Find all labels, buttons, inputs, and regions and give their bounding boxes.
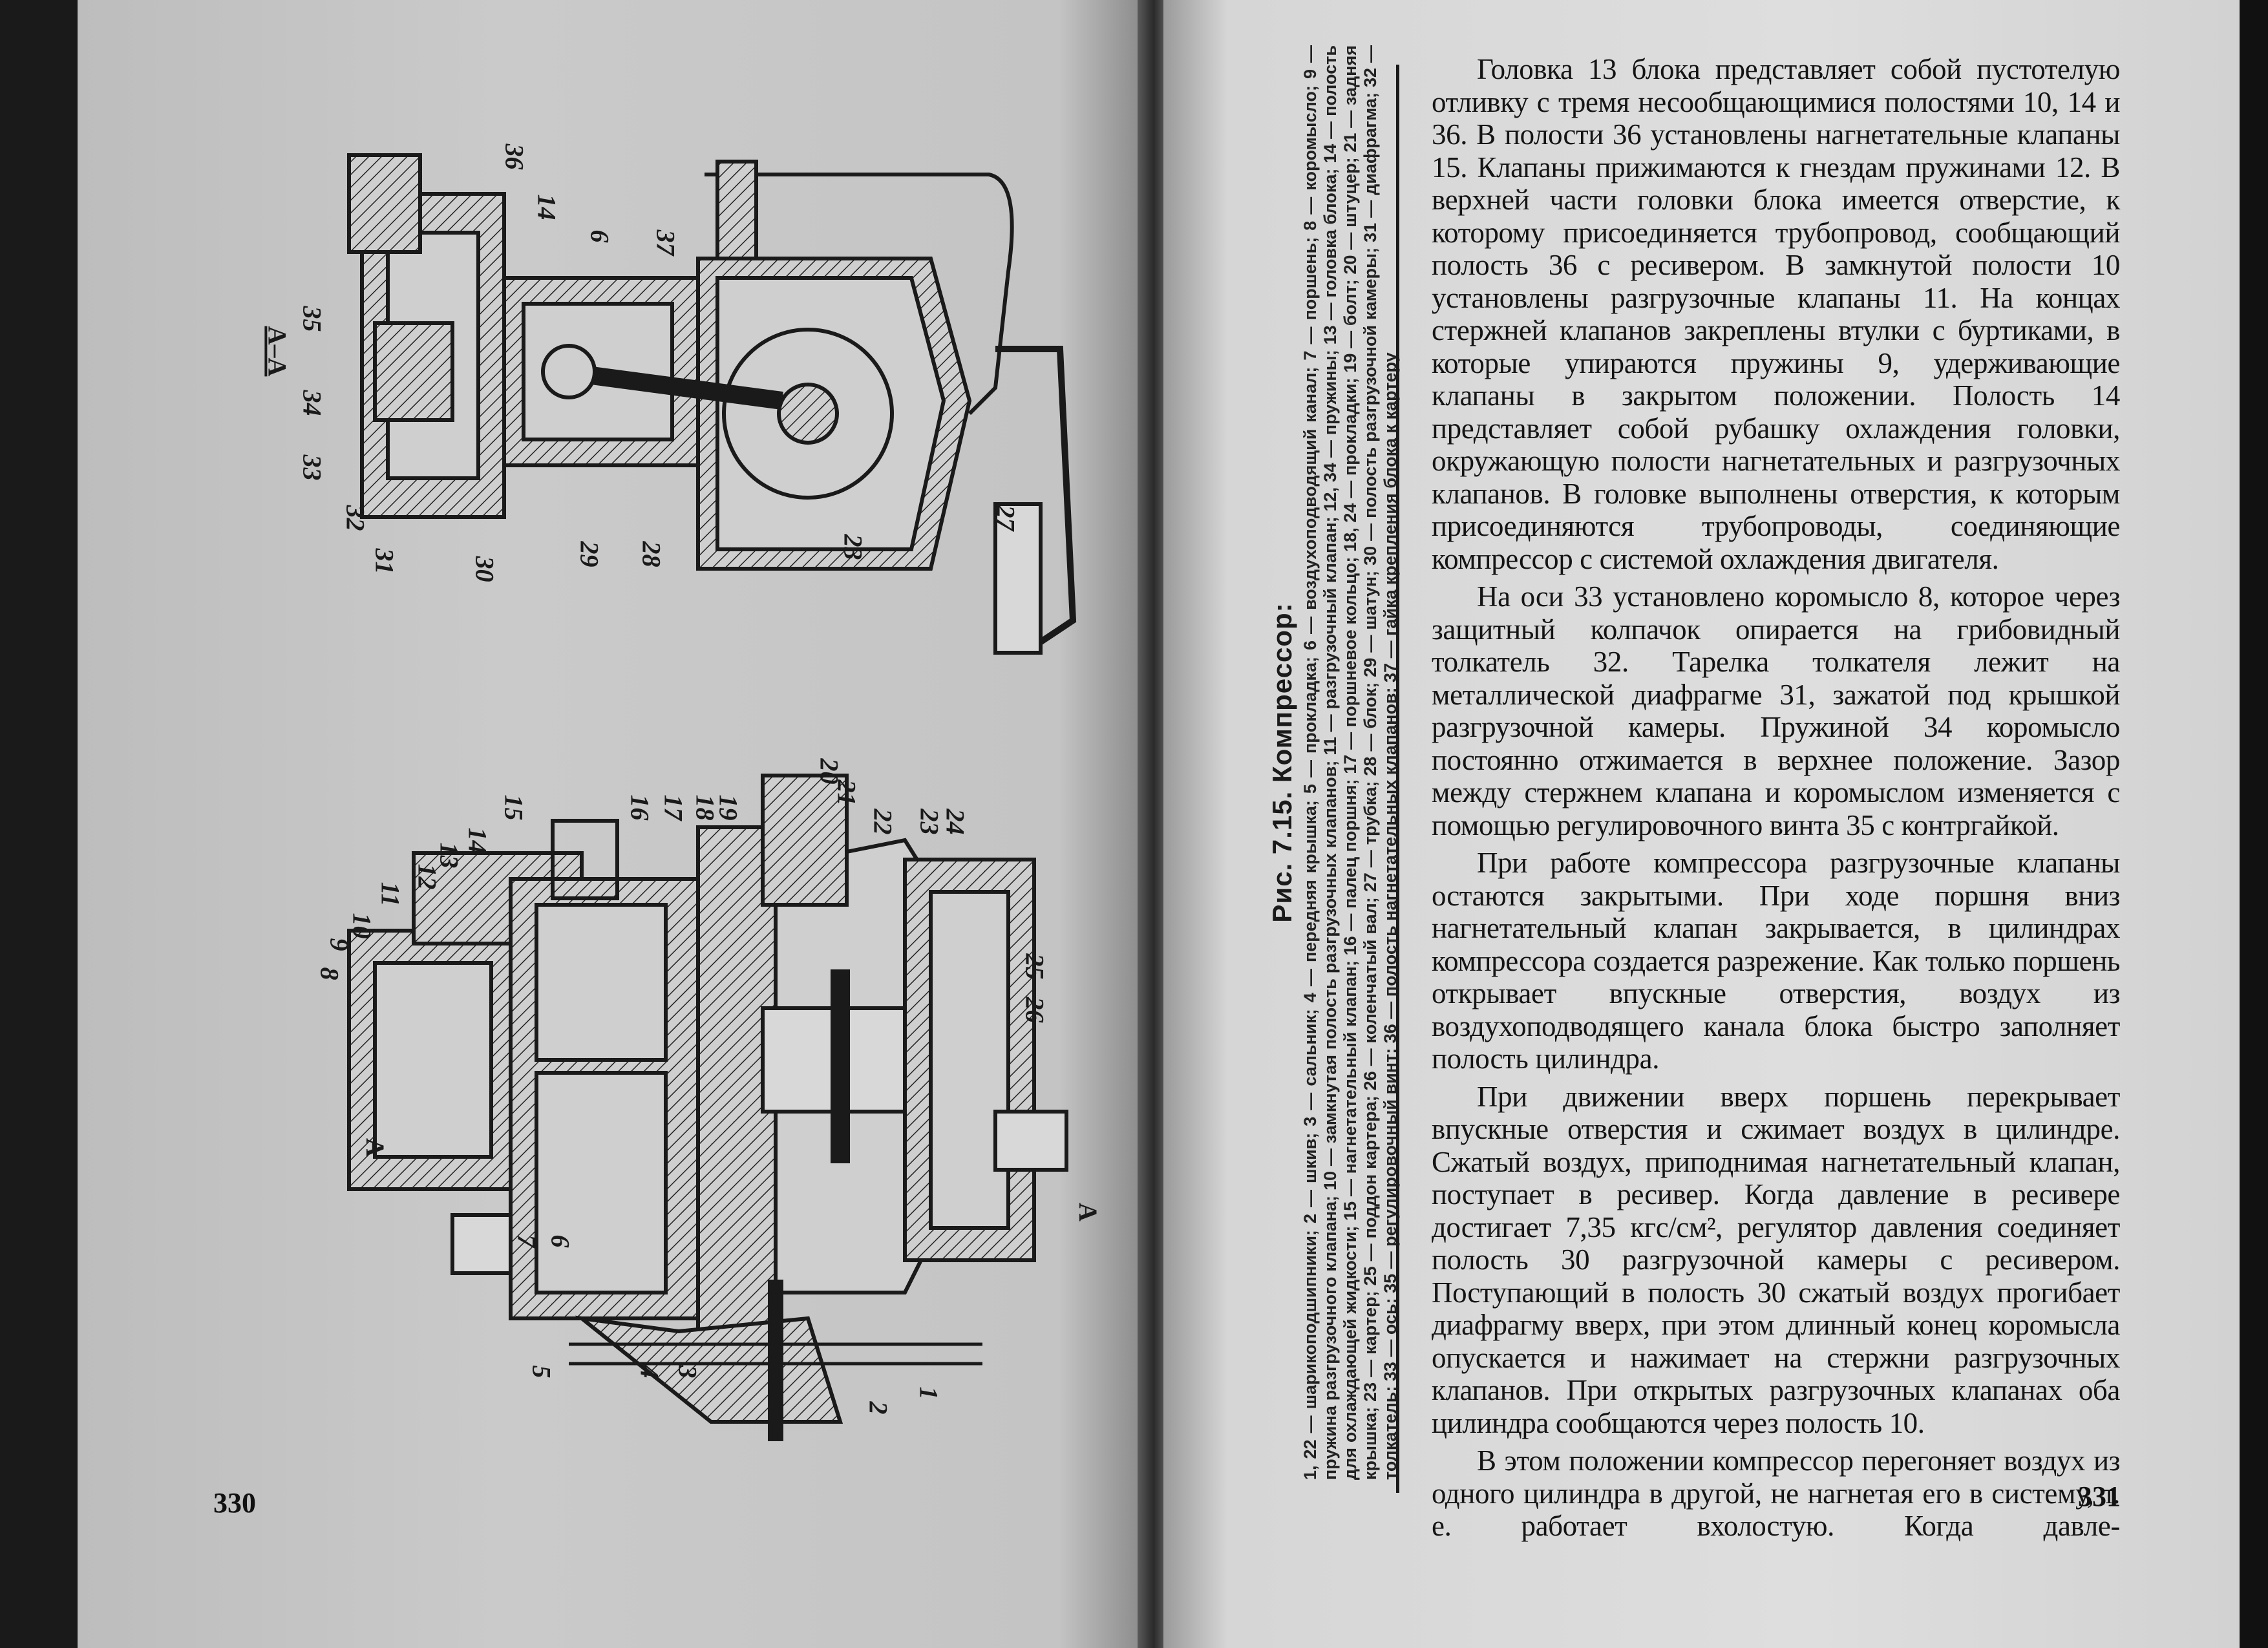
part-label: 16	[625, 794, 655, 821]
part-label: 25	[1020, 953, 1050, 980]
left-page	[78, 0, 1144, 1648]
part-label: 22	[868, 808, 898, 835]
part-label: 11	[376, 882, 405, 907]
part-label: 3	[673, 1365, 703, 1379]
part-label: 19	[714, 794, 743, 821]
part-label: 28	[637, 541, 666, 567]
part-label: 2	[864, 1401, 893, 1415]
part-label: 24	[940, 808, 970, 835]
figure-caption: Рис. 7.15. Компрессор: 1, 22 — шарикопод…	[1267, 45, 1400, 1480]
part-label: 32	[341, 505, 370, 531]
section-mark: А	[1073, 1203, 1103, 1221]
caption-divider	[1396, 65, 1399, 1493]
caption-text: 1, 22 — шарикоподшипники; 2 — шкив; 3 — …	[1300, 45, 1400, 1480]
part-label: 8	[315, 967, 344, 980]
part-label: 7	[512, 1234, 542, 1248]
part-label: 33	[297, 454, 327, 481]
part-label: 37	[651, 229, 681, 256]
part-label: 23	[838, 534, 868, 560]
part-label: 26	[1020, 997, 1050, 1023]
part-label: 14	[463, 827, 493, 854]
part-label: 34	[297, 390, 327, 416]
part-label: 17	[659, 794, 688, 821]
section-mark: А	[360, 1138, 390, 1157]
page-number-left: 330	[213, 1487, 256, 1519]
paragraph: В этом положении компрессор перегоняет в…	[1432, 1444, 2120, 1542]
part-label: 29	[575, 541, 604, 567]
part-label: 31	[370, 548, 399, 575]
part-label: 13	[434, 842, 464, 869]
body-text: Головка 13 блока представляет собой пуст…	[1432, 53, 2120, 1548]
part-label: 30	[470, 556, 500, 582]
part-label: 21	[832, 779, 862, 806]
paragraph: На оси 33 установлено коромысло 8, котор…	[1432, 580, 2120, 841]
part-label: 36	[500, 143, 529, 170]
section-a-a-drawing	[347, 153, 1077, 655]
part-label: 10	[347, 913, 377, 939]
page-number-right: 331	[2078, 1481, 2121, 1512]
part-label: 6	[546, 1234, 575, 1248]
part-label: 4	[635, 1365, 664, 1379]
part-label: 6	[585, 229, 615, 243]
paragraph: Головка 13 блока представляет собой пуст…	[1432, 53, 2120, 575]
paragraph: При движении вверх поршень перекрывает в…	[1432, 1080, 2120, 1439]
part-label: 27	[991, 505, 1021, 531]
part-label: 35	[297, 306, 327, 332]
right-page	[1163, 0, 2240, 1648]
section-label: А–А	[262, 326, 292, 377]
part-label: 9	[324, 938, 354, 951]
part-label: 1	[914, 1386, 944, 1400]
part-label: 5	[527, 1365, 556, 1379]
part-label: 15	[499, 794, 529, 821]
longitudinal-section-drawing	[347, 774, 1068, 1441]
part-label: 14	[532, 194, 562, 220]
scan-edge	[2240, 0, 2268, 1648]
paragraph: При работе компрессора разгрузочные клап…	[1432, 847, 2120, 1075]
caption-title: Рис. 7.15. Компрессор:	[1267, 602, 1297, 923]
